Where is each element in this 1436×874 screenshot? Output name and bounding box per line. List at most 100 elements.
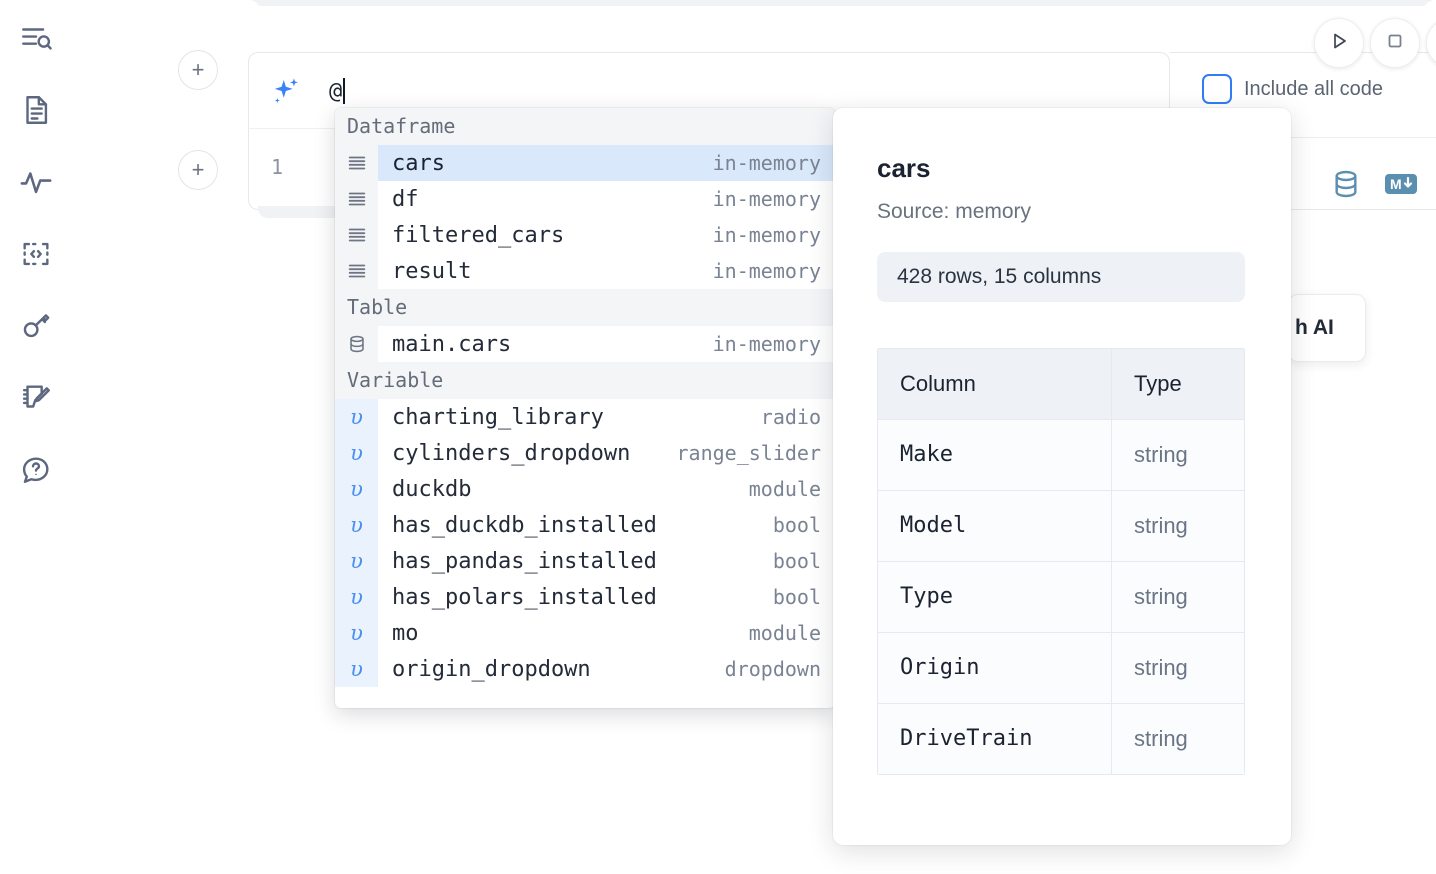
code-snippet-icon: [19, 237, 53, 271]
activity-pulse-icon: [19, 165, 53, 199]
cell-output-icons: M: [1330, 168, 1418, 205]
variable-icon: υ: [335, 579, 378, 615]
dataframe-icon: [335, 217, 378, 253]
preview-column-type: string: [1111, 420, 1244, 490]
cell-above-shadow: [256, 0, 1428, 6]
variable-icon: υ: [335, 543, 378, 579]
generate-with-ai-label: h AI: [1295, 316, 1334, 339]
autocomplete-item-name: has_polars_installed: [392, 584, 657, 610]
autocomplete-group-header: Variable: [335, 362, 835, 399]
notebook-edit-icon: [19, 381, 53, 415]
generate-with-ai-chip[interactable]: h AI: [1288, 294, 1366, 362]
autocomplete-item[interactable]: υ has_duckdb_installed bool: [335, 507, 835, 543]
autocomplete-item-meta: module: [748, 621, 821, 645]
document-icon: [19, 93, 53, 127]
autocomplete-item-meta: in-memory: [712, 259, 821, 283]
add-cell-above-button[interactable]: +: [178, 50, 218, 90]
autocomplete-item-meta: range_slider: [676, 441, 822, 465]
autocomplete-item-name: mo: [392, 620, 419, 646]
plus-icon: +: [191, 157, 205, 182]
autocomplete-item[interactable]: υ origin_dropdown dropdown: [335, 651, 835, 687]
autocomplete-item-meta: in-memory: [712, 332, 821, 356]
preview-column-name: Type: [878, 562, 1111, 632]
variable-icon: υ: [335, 399, 378, 435]
preview-title: cars: [877, 153, 931, 183]
preview-column-type: string: [1111, 491, 1244, 561]
autocomplete-item-name: has_pandas_installed: [392, 548, 657, 574]
key-icon: [19, 309, 53, 343]
ai-prompt-input[interactable]: @: [329, 67, 1155, 115]
autocomplete-item[interactable]: main.cars in-memory: [335, 326, 835, 362]
svg-text:M: M: [1390, 176, 1402, 192]
play-icon: [1327, 29, 1351, 58]
autocomplete-item-meta: in-memory: [712, 151, 821, 175]
include-all-code-checkbox[interactable]: [1202, 74, 1232, 104]
sidebar-item-outline[interactable]: [12, 14, 60, 62]
variable-icon: υ: [335, 507, 378, 543]
autocomplete-item-name: has_duckdb_installed: [392, 512, 657, 538]
preview-table-header-cell: Column: [878, 349, 1111, 419]
sidebar-item-help[interactable]: [12, 446, 60, 494]
table-db-icon: [335, 326, 378, 362]
autocomplete-item[interactable]: υ charting_library radio: [335, 399, 835, 435]
preview-column-type: string: [1111, 704, 1244, 774]
dataframe-icon: [335, 253, 378, 289]
cell-panel-divider: [1186, 137, 1436, 138]
database-icon[interactable]: [1330, 168, 1362, 205]
sidebar-item-activity[interactable]: [12, 158, 60, 206]
variable-icon: υ: [335, 651, 378, 687]
add-cell-below-button[interactable]: +: [178, 150, 218, 190]
markdown-icon[interactable]: M: [1384, 171, 1418, 202]
left-icon-rail: [0, 0, 72, 874]
autocomplete-item-meta: in-memory: [712, 187, 821, 211]
sidebar-item-snippets[interactable]: [12, 230, 60, 278]
autocomplete-item-meta: bool: [772, 549, 821, 573]
ai-prompt-value: @: [329, 78, 343, 104]
preview-column-type: string: [1111, 633, 1244, 703]
text-caret: [343, 78, 346, 104]
autocomplete-item-name: charting_library: [392, 404, 604, 430]
autocomplete-item-name: cylinders_dropdown: [392, 440, 631, 466]
autocomplete-group-header: Table: [335, 289, 835, 326]
outline-search-icon: [19, 21, 53, 55]
sidebar-item-notebook[interactable]: [12, 86, 60, 134]
line-number: 1: [271, 155, 284, 179]
ai-sparkle-icon: [269, 74, 303, 108]
autocomplete-item-name: main.cars: [392, 331, 512, 357]
autocomplete-item[interactable]: υ has_pandas_installed bool: [335, 543, 835, 579]
preview-column-name: Make: [878, 420, 1111, 490]
autocomplete-item-meta: bool: [772, 513, 821, 537]
sidebar-item-secrets[interactable]: [12, 302, 60, 350]
autocomplete-item[interactable]: result in-memory: [335, 253, 835, 289]
include-all-code-row[interactable]: Include all code: [1202, 74, 1383, 104]
variable-icon: υ: [335, 471, 378, 507]
help-chat-icon: [19, 453, 53, 487]
autocomplete-item-meta: module: [748, 477, 821, 501]
autocomplete-item-meta: radio: [760, 405, 821, 429]
autocomplete-item[interactable]: υ has_polars_installed bool: [335, 579, 835, 615]
autocomplete-item-name: result: [392, 258, 472, 284]
run-cell-button[interactable]: [1314, 18, 1364, 68]
autocomplete-item-name: origin_dropdown: [392, 656, 591, 682]
dataframe-icon: [335, 145, 378, 181]
preview-source: Source: memory: [877, 200, 1032, 223]
autocomplete-item-meta: dropdown: [724, 657, 821, 681]
preview-column-name: DriveTrain: [878, 704, 1111, 774]
sidebar-item-scratchpad[interactable]: [12, 374, 60, 422]
autocomplete-item-meta: bool: [772, 585, 821, 609]
stop-cell-button[interactable]: [1370, 18, 1420, 68]
plus-icon: +: [191, 57, 205, 82]
